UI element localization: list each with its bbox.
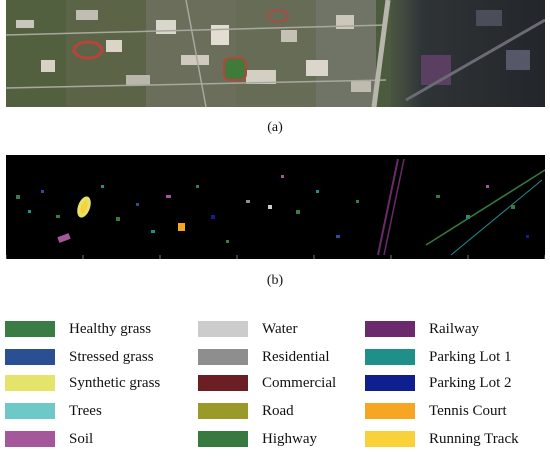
legend-swatch [5, 321, 55, 337]
legend-item-highway: Highway [198, 428, 317, 450]
legend-swatch [5, 349, 55, 365]
legend-item-railway: Railway [365, 318, 479, 340]
legend-label: Stressed grass [69, 348, 154, 365]
legend-item-trees: Trees [5, 400, 102, 422]
legend-swatch [365, 375, 415, 391]
legend-swatch [5, 431, 55, 447]
legend-item-residential: Residential [198, 346, 330, 368]
legend-label: Synthetic grass [69, 374, 161, 391]
legend-label: Soil [69, 430, 94, 447]
legend-label: Railway [429, 320, 479, 337]
legend-label: Highway [262, 430, 317, 447]
aerial-image [6, 0, 545, 107]
legend-swatch [5, 403, 55, 419]
legend-label: Healthy grass [69, 320, 152, 337]
caption-a: (a) [267, 120, 283, 135]
legend-item-road: Road [198, 400, 294, 422]
legend-label: Parking Lot 1 [429, 348, 512, 365]
legend-item-stressed-grass: Stressed grass [5, 346, 154, 368]
legend-swatch [5, 375, 55, 391]
legend-swatch [198, 349, 248, 365]
legend-swatch [365, 321, 415, 337]
legend-label: Road [262, 402, 294, 419]
legend-swatch [198, 375, 248, 391]
legend-item-healthy-grass: Healthy grass [5, 318, 151, 340]
legend-label: Running Track [429, 430, 519, 447]
legend-item-running-track: Running Track [365, 428, 519, 450]
legend-swatch [365, 403, 415, 419]
legend-swatch [365, 431, 415, 447]
legend-label: Tennis Court [429, 402, 507, 419]
legend-label: Trees [69, 402, 102, 419]
legend-item-parking-lot-2: Parking Lot 2 [365, 372, 512, 394]
legend-item-parking-lot-1: Parking Lot 1 [365, 346, 512, 368]
legend-swatch [365, 349, 415, 365]
legend-item-commercial: Commercial [198, 372, 336, 394]
legend-item-tennis-court: Tennis Court [365, 400, 507, 422]
legend-item-synthetic-grass: Synthetic grass [5, 372, 160, 394]
legend-swatch [198, 431, 248, 447]
legend-item-water: Water [198, 318, 297, 340]
legend-label: Water [262, 320, 298, 337]
legend-label: Parking Lot 2 [429, 374, 512, 391]
ground-truth-map [6, 155, 545, 259]
legend-label: Commercial [262, 374, 337, 391]
legend-swatch [198, 403, 248, 419]
legend-label: Residential [262, 348, 330, 365]
caption-b: (b) [266, 273, 284, 288]
legend-item-soil: Soil [5, 428, 93, 450]
legend-swatch [198, 321, 248, 337]
